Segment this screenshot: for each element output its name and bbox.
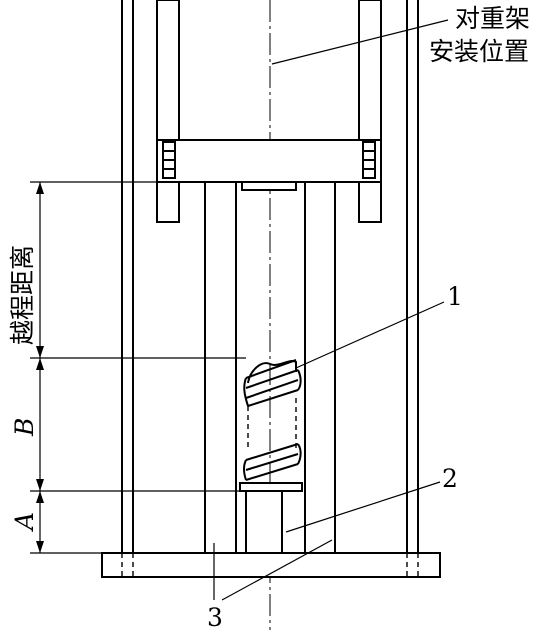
buffer-supports xyxy=(204,182,336,553)
part-2-label: 2 xyxy=(442,464,458,493)
dim-b-label: B xyxy=(10,418,39,437)
dimension-lines xyxy=(30,181,246,554)
part-1-label: 1 xyxy=(447,282,463,311)
dim-a-label: A xyxy=(10,512,39,532)
counterweight-label-line1: 对重架 xyxy=(455,4,530,33)
guide-rails xyxy=(121,0,419,553)
leader-lines xyxy=(213,19,449,601)
spring-buffer xyxy=(239,359,303,554)
part-3-label: 3 xyxy=(207,603,223,630)
counterweight-frame xyxy=(156,0,382,223)
overtravel-label: 越程距离 xyxy=(8,245,37,345)
counterweight-label-line2: 安装位置 xyxy=(429,37,529,66)
